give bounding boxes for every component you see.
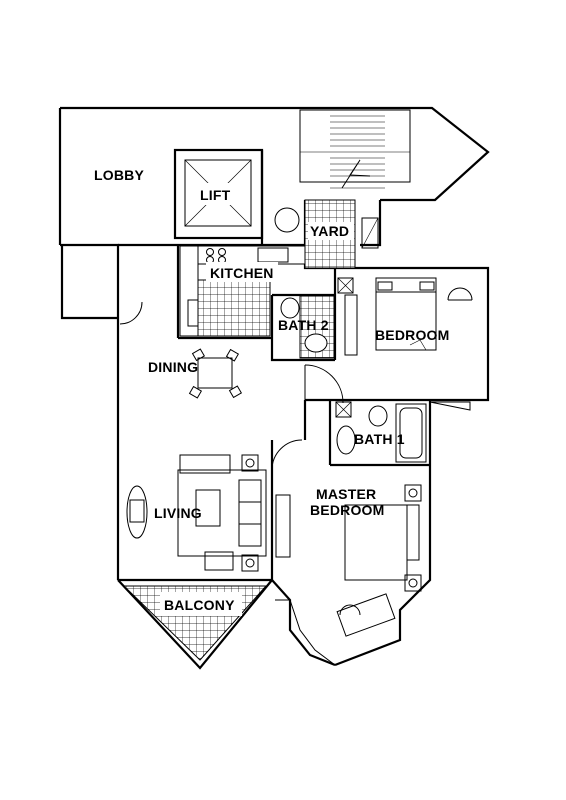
room-label-bath2: BATH 2 xyxy=(278,317,329,333)
lift-label-bg xyxy=(196,183,238,205)
bay-window xyxy=(271,579,336,667)
room-label-master-line1: MASTER xyxy=(316,486,376,502)
balcony-label-bg xyxy=(160,592,242,616)
master-bedroom-furniture xyxy=(271,439,422,666)
bedroom-furniture xyxy=(344,277,473,356)
bath1-fixtures xyxy=(335,401,471,463)
bath2-fixtures xyxy=(280,277,354,359)
room-label-lobby: LOBBY xyxy=(94,167,144,183)
entry-door-swing xyxy=(304,364,344,404)
room-label-bath1: BATH 1 xyxy=(354,431,405,447)
outer-walls xyxy=(58,106,490,670)
yard-label-bg xyxy=(308,222,354,240)
room-label-kitchen: KITCHEN xyxy=(210,265,274,281)
dining-table xyxy=(188,348,243,399)
room-label-yard: YARD xyxy=(310,223,349,239)
kitchen-fixtures xyxy=(179,245,306,337)
living-furniture xyxy=(126,454,267,572)
staircase xyxy=(299,109,411,189)
room-label-balcony: BALCONY xyxy=(164,597,235,613)
room-label-dining: DINING xyxy=(148,359,198,375)
kitchen-door-swing xyxy=(119,301,143,325)
room-label-bedroom: BEDROOM xyxy=(375,327,450,343)
room-label-living: LIVING xyxy=(154,505,202,521)
water-heater xyxy=(274,207,300,233)
room-label-lift: LIFT xyxy=(200,187,231,203)
room-label-master-line2: BEDROOM xyxy=(310,502,385,518)
yard-sink xyxy=(361,217,379,249)
kitchen-label-bg xyxy=(206,262,278,282)
